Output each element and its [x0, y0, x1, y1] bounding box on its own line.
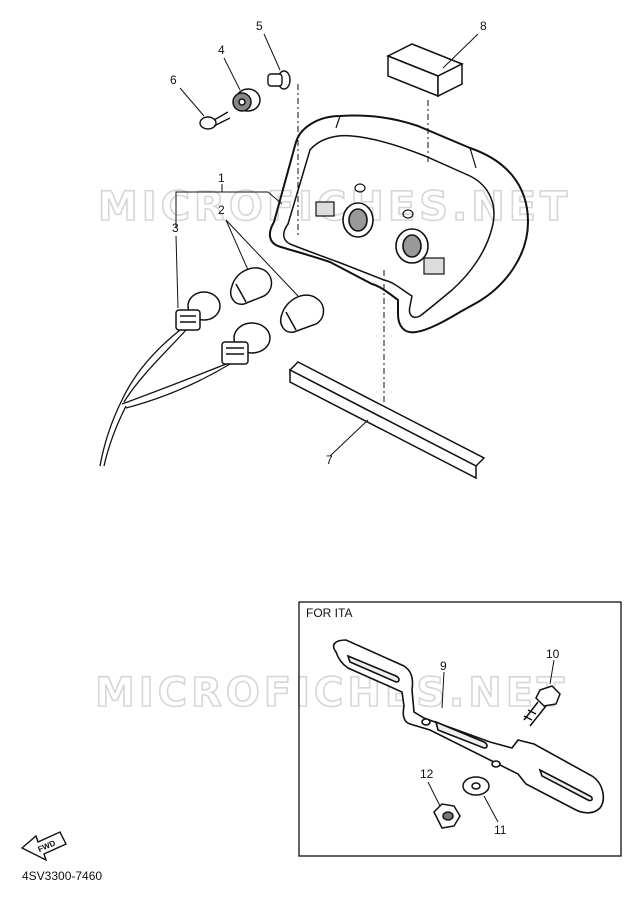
callout-9: 9	[440, 659, 447, 673]
watermark-top: MICROFICHES.NET	[98, 184, 571, 230]
part-2-bulb-lower	[280, 294, 325, 333]
assembly-lines	[297, 84, 429, 402]
drawing-code: 4SV3300-7460	[22, 869, 102, 883]
part-7-strip	[288, 361, 486, 480]
callout-4: 4	[218, 43, 225, 57]
part-5-collar	[267, 70, 291, 90]
callout-1: 1	[218, 171, 225, 185]
part-9-bracket	[332, 639, 605, 814]
part-2-bulb-upper	[230, 267, 273, 305]
taillight-housing	[268, 114, 530, 334]
part-8-pad	[386, 43, 464, 98]
part-12-nut	[433, 803, 461, 829]
housing-socket-left	[315, 201, 374, 238]
inset-frame	[298, 601, 622, 857]
callout-5: 5	[256, 19, 263, 33]
part-4-grommet	[232, 88, 261, 112]
callout-3: 3	[172, 221, 179, 235]
callout-2: 2	[218, 203, 225, 217]
inset-title: FOR ITA	[306, 606, 352, 620]
housing-socket-right	[395, 228, 445, 275]
part-6-screw	[199, 111, 231, 130]
part-3-socket-upper	[175, 291, 221, 331]
callout-6: 6	[170, 73, 177, 87]
callout-7: 7	[326, 453, 333, 467]
part-3-socket-lower	[221, 322, 271, 365]
callout-12: 12	[420, 767, 434, 781]
forward-arrow-icon: FWD	[20, 831, 67, 862]
callout-11: 11	[494, 823, 507, 837]
wiring-harness	[99, 329, 231, 467]
part-10-bolt	[523, 685, 561, 727]
part-11-washer	[462, 776, 490, 796]
callout-10: 10	[546, 647, 560, 661]
watermark-bottom: MICROFICHES.NET	[95, 670, 568, 716]
callout-bracket	[175, 184, 299, 309]
callout-8: 8	[480, 19, 487, 33]
